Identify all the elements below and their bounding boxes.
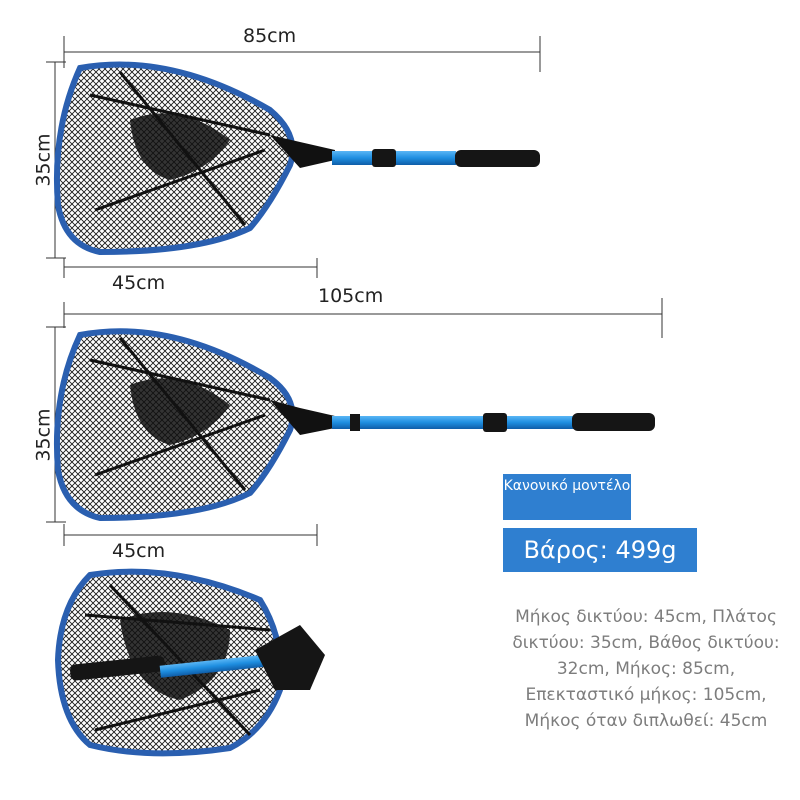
weight-badge: Βάρος: 499g <box>503 528 697 572</box>
top-length-label: 85cm <box>243 25 297 47</box>
specifications-text: Μήκος δικτύου: 45cm, Πλάτος δικτύου: 35c… <box>512 607 780 731</box>
middle-width-label: 35cm <box>32 408 55 462</box>
middle-folded-label: 45cm <box>112 540 166 562</box>
model-badge: Κανονικό μοντέλο <box>503 474 631 520</box>
middle-length-label: 105cm <box>318 285 384 307</box>
landing-net-short <box>53 61 540 256</box>
landing-net-folded <box>54 568 325 757</box>
top-folded-label: 45cm <box>112 272 166 294</box>
landing-net-extended <box>53 328 655 522</box>
top-width-label: 35cm <box>32 133 55 187</box>
